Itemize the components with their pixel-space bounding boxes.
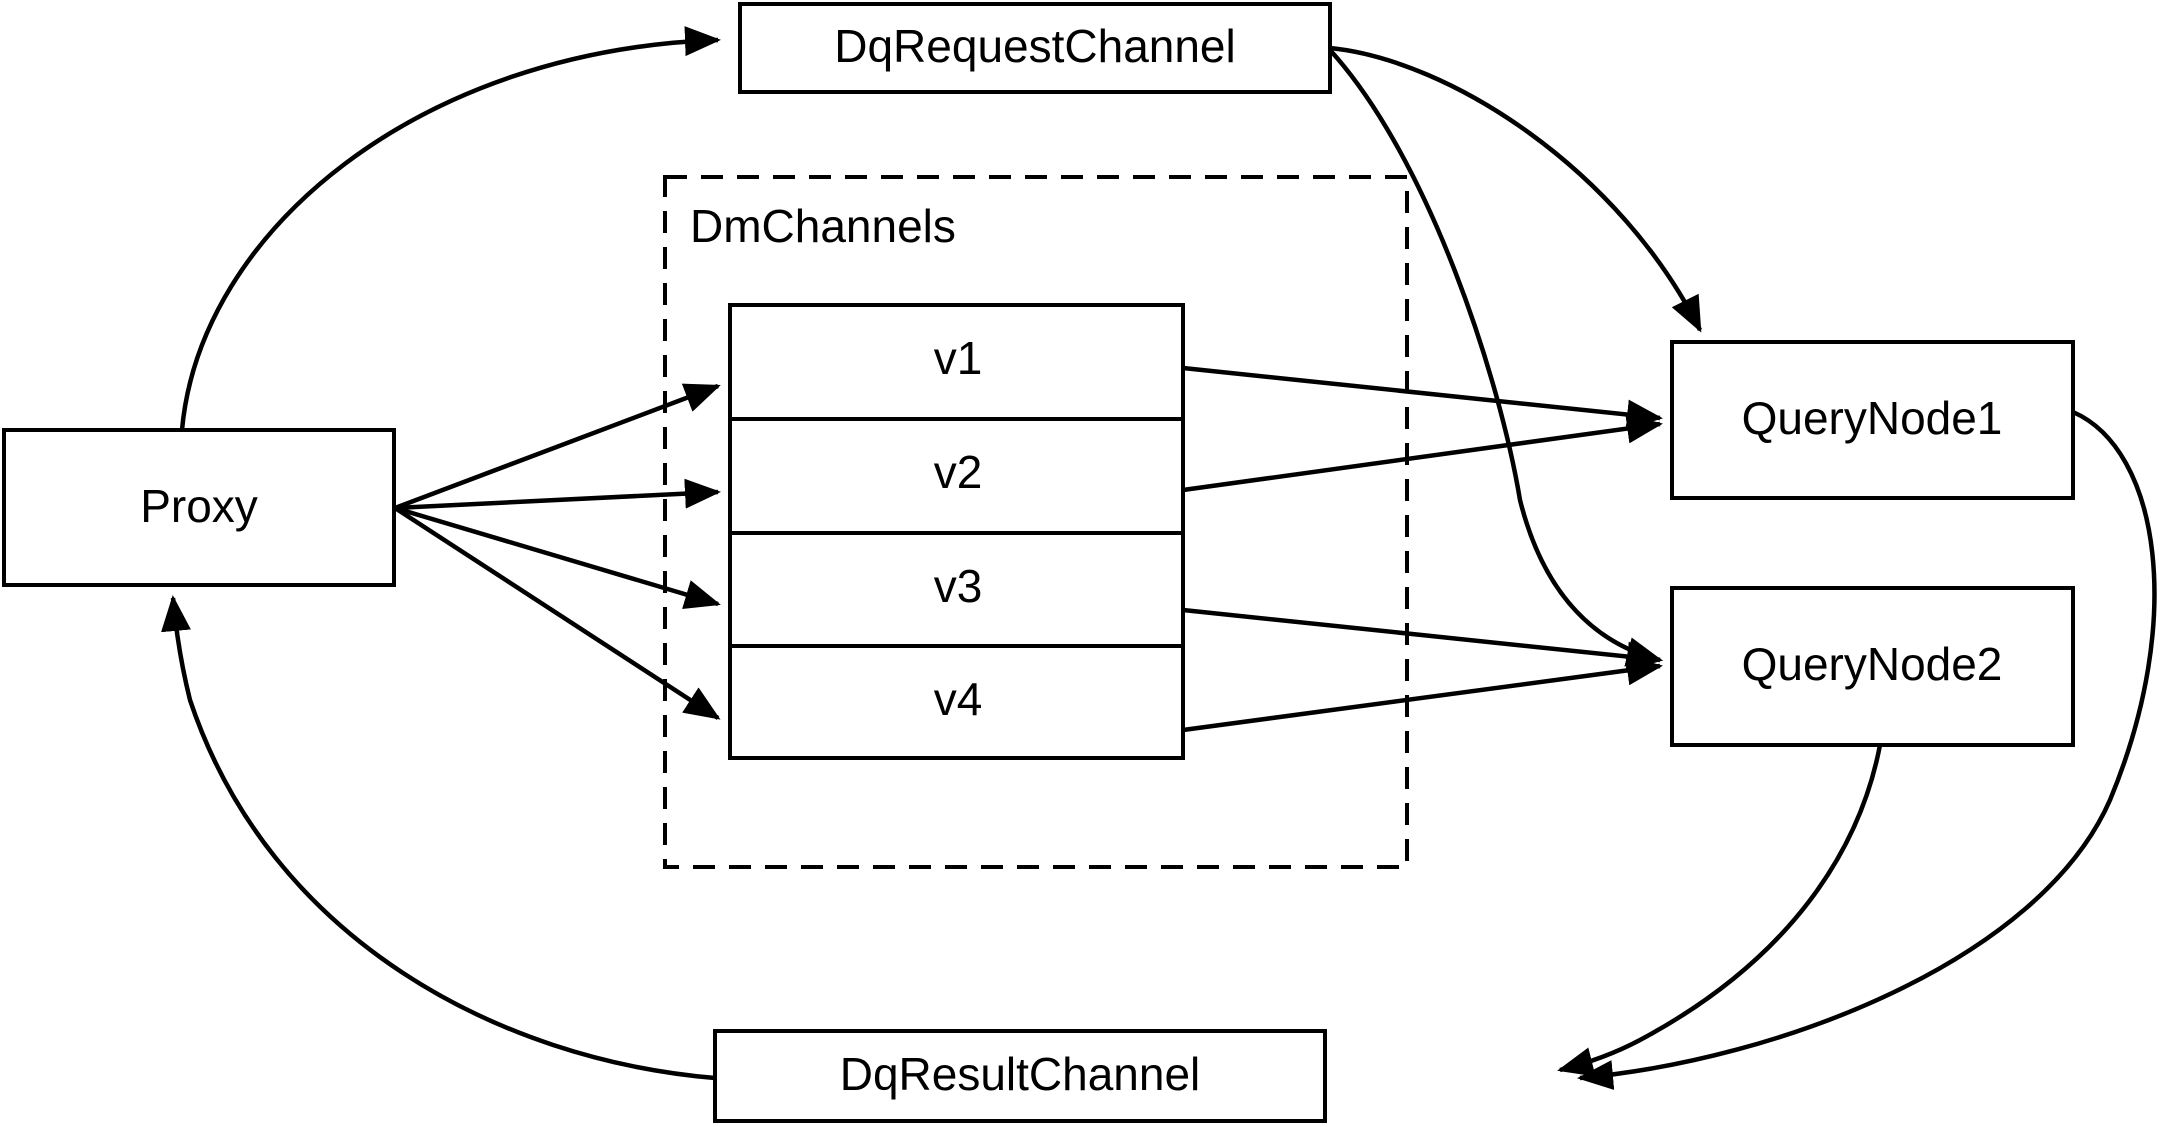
edge-v1-to-querynode1	[1182, 365, 1663, 430]
node-proxy[interactable]: Proxy	[2, 428, 396, 587]
dm-channel-row-v3-label: v3	[934, 560, 983, 612]
edge-proxy-to-v3	[394, 505, 721, 609]
edge-dq-request-channel-to-querynode2	[1328, 48, 1663, 667]
node-query-node-1[interactable]: QueryNode1	[1670, 340, 2075, 500]
edge-dq-request-channel-to-querynode1	[1329, 45, 1703, 333]
node-dq-request-channel-label: DqRequestChannel	[834, 20, 1236, 72]
dm-channels-group-border	[663, 175, 1409, 869]
edge-proxy-to-v1	[394, 383, 721, 511]
dm-channels-group: DmChannels	[663, 175, 1409, 869]
edge-querynode2-to-dq-result-channel	[1557, 744, 1883, 1077]
edge-dq-result-channel-to-proxy	[161, 595, 716, 1081]
node-query-node-2-label: QueryNode2	[1742, 638, 2003, 690]
node-query-node-2-box[interactable]	[1670, 586, 2075, 747]
node-dq-request-channel[interactable]: DqRequestChannel	[738, 2, 1332, 94]
edge-proxy-to-v2	[394, 478, 721, 511]
node-query-node-2[interactable]: QueryNode2	[1670, 586, 2075, 747]
edges-dmchannels-to-querynodes	[1182, 365, 1663, 733]
node-dq-result-channel[interactable]: DqResultChannel	[713, 1029, 1327, 1123]
node-dq-request-channel-box[interactable]	[738, 2, 1332, 94]
edge-v2-to-querynode1	[1182, 413, 1663, 493]
node-dq-result-channel-label: DqResultChannel	[840, 1048, 1201, 1100]
node-query-node-1-box[interactable]	[1670, 340, 2075, 500]
edge-proxy-to-dq-request-channel	[179, 26, 721, 431]
node-dq-result-channel-box[interactable]	[713, 1029, 1327, 1123]
dm-channels-table: v1 v2 v3 v4	[728, 303, 1185, 760]
node-proxy-box[interactable]	[2, 428, 396, 587]
edge-proxy-to-v4	[393, 506, 721, 720]
node-proxy-label: Proxy	[140, 480, 258, 532]
dm-channel-row-v1-label: v1	[934, 332, 983, 384]
dm-channel-row-v4-label: v4	[934, 673, 983, 725]
edge-v4-to-querynode2	[1182, 655, 1663, 733]
dm-channels-group-label: DmChannels	[690, 200, 956, 252]
node-query-node-1-label: QueryNode1	[1742, 392, 2003, 444]
dm-channel-row-v2-label: v2	[934, 446, 983, 498]
edge-v3-to-querynode2	[1182, 607, 1663, 672]
edge-querynode1-to-dq-result-channel	[1577, 409, 2157, 1090]
edges-proxy-to-dmchannels	[393, 383, 721, 720]
